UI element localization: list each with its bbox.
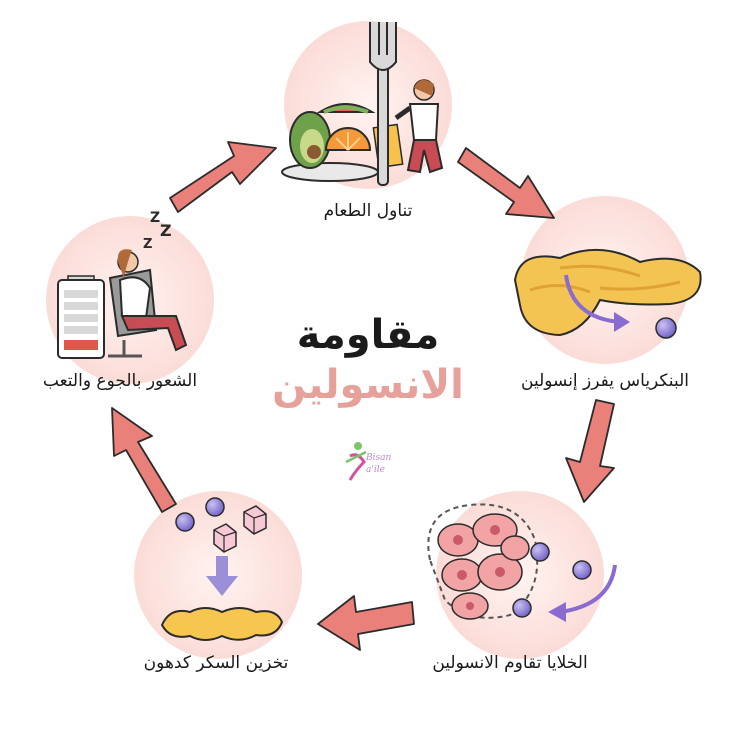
insulin-molecule-icon xyxy=(205,497,225,517)
sugar-cube-icon xyxy=(243,505,267,535)
arrow-pancreas-to-cells xyxy=(565,399,615,503)
rejected-insulin-arrow-icon xyxy=(559,564,617,614)
arrow-tired-to-eating xyxy=(169,141,277,213)
cell-cluster-icon xyxy=(427,503,539,620)
cycle-arrows xyxy=(111,141,615,651)
down-arrow-icon xyxy=(206,556,238,596)
person-icon xyxy=(394,79,444,174)
insulin-molecule-icon xyxy=(175,512,195,532)
brand-logo-line1: Bisan xyxy=(366,453,392,463)
brand-logo-line2: a'ile xyxy=(366,465,385,475)
sugar-cube-icon xyxy=(213,523,237,553)
insulin-molecule-icon xyxy=(530,542,550,562)
title-main: مقاومة xyxy=(296,312,440,358)
pancreas-icon xyxy=(513,249,702,337)
step-pancreas xyxy=(513,196,702,364)
tired-person-icon xyxy=(108,249,188,358)
arrow-fat-to-tired xyxy=(111,407,177,513)
svg-text:Z: Z xyxy=(160,221,172,240)
step-cells xyxy=(427,491,617,659)
step-eating xyxy=(281,21,452,189)
step-hungry-tired: Z Z Z xyxy=(46,210,214,384)
svg-text:Z: Z xyxy=(143,237,152,252)
fork-icon xyxy=(369,22,397,186)
step-fat-label: تخزين السكر كدهون xyxy=(144,653,289,673)
svg-text:Z: Z xyxy=(150,210,160,226)
fat-blob-icon xyxy=(160,607,284,641)
step-fat-storage xyxy=(134,491,302,659)
title-subtitle: الانسولين xyxy=(272,362,464,408)
brand-logo-icon xyxy=(345,442,367,481)
sleep-zzz-icon: Z Z Z xyxy=(143,210,172,252)
insulin-release-arrow-icon xyxy=(564,274,621,324)
step-pancreas-label: البنكرياس يفرز إنسولين xyxy=(521,371,689,391)
brand-logo-text: Bisan a'ile xyxy=(366,452,391,476)
arrow-cells-to-fat xyxy=(317,595,415,651)
insulin-molecule-icon xyxy=(572,560,592,580)
battery-icon xyxy=(57,275,105,359)
insulin-molecule-icon xyxy=(512,598,532,618)
step-tired-label: الشعور بالجوع والتعب xyxy=(43,371,197,391)
step-eating-label: تناول الطعام xyxy=(324,201,413,221)
insulin-molecule-icon xyxy=(655,317,677,339)
step-cells-label: الخلايا تقاوم الانسولين xyxy=(432,653,587,673)
arrow-eating-to-pancreas xyxy=(457,147,555,219)
